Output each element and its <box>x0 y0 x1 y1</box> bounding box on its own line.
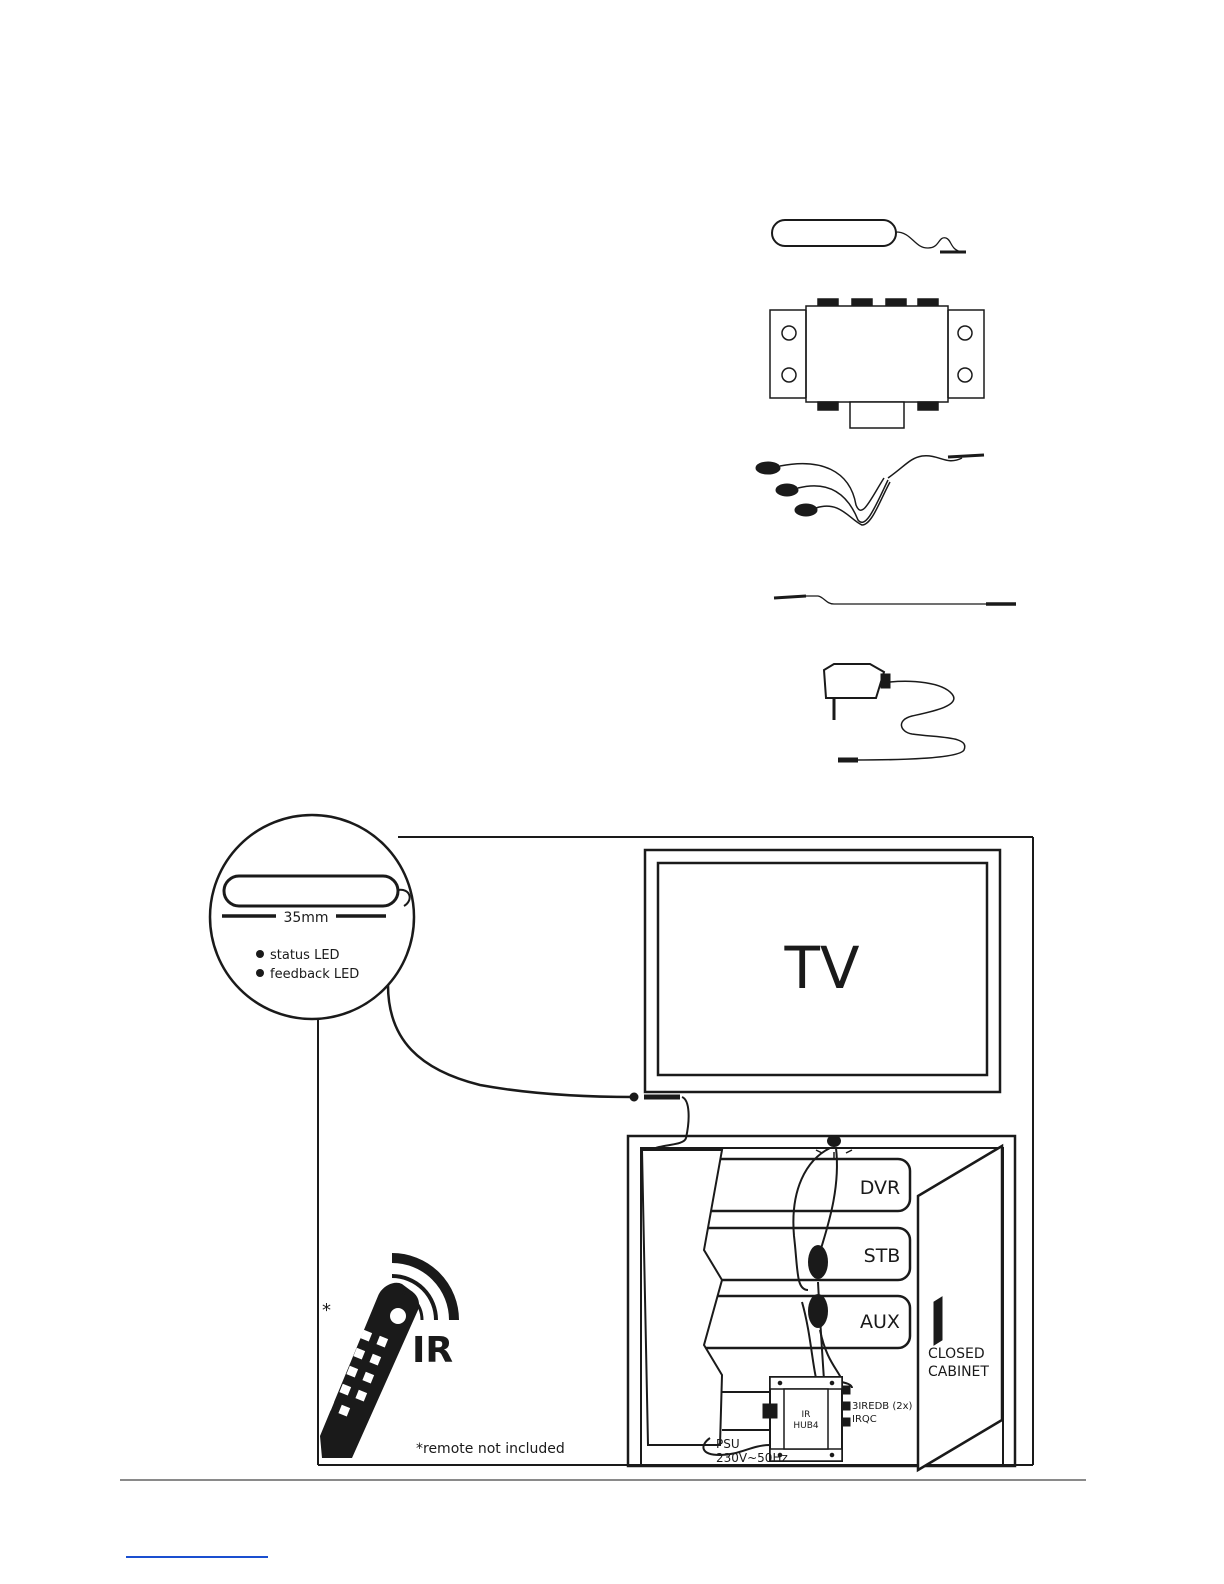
dvr-label: DVR <box>860 1177 901 1199</box>
footer-link-underline[interactable] <box>126 1556 268 1558</box>
cabinet-door <box>918 1146 1002 1470</box>
ir-receiver-part <box>772 220 966 252</box>
remote-asterisk: * <box>322 1300 331 1321</box>
remote-control-icon <box>320 1283 419 1458</box>
ir-symbol-label: IR <box>412 1330 453 1371</box>
stb-label: STB <box>864 1245 901 1267</box>
feedback-led-bullet <box>256 969 264 977</box>
status-led-label: status LED <box>270 948 340 963</box>
cabinet-label-line2: CABINET <box>928 1364 989 1380</box>
receiver-cable <box>388 985 689 1150</box>
sensor-width-label: 35mm <box>283 910 328 926</box>
aux-label: AUX <box>860 1311 900 1333</box>
port-emitters-label: 3IREDB (2x) <box>852 1401 912 1412</box>
footer-rule <box>120 1479 1086 1481</box>
feedback-led-label: feedback LED <box>270 967 359 982</box>
jack-cable-part <box>774 596 1016 604</box>
status-led-bullet <box>256 950 264 958</box>
port-qc-label: IRQC <box>852 1414 877 1425</box>
psu-label-line2: 230V~50Hz <box>716 1451 788 1465</box>
tv-label: TV <box>783 934 859 1002</box>
power-supply-part <box>824 664 965 760</box>
remote-note: *remote not included <box>416 1441 565 1457</box>
cabinet-label-line1: CLOSED <box>928 1346 985 1362</box>
ir-emitter-cable-part <box>756 455 984 525</box>
hub-label-line2: HUB4 <box>793 1421 819 1431</box>
psu-label-line1: PSU <box>716 1437 740 1451</box>
hub-label-line1: IR <box>802 1410 811 1420</box>
cable-duct <box>642 1150 722 1445</box>
ir-hub-part <box>770 299 984 428</box>
